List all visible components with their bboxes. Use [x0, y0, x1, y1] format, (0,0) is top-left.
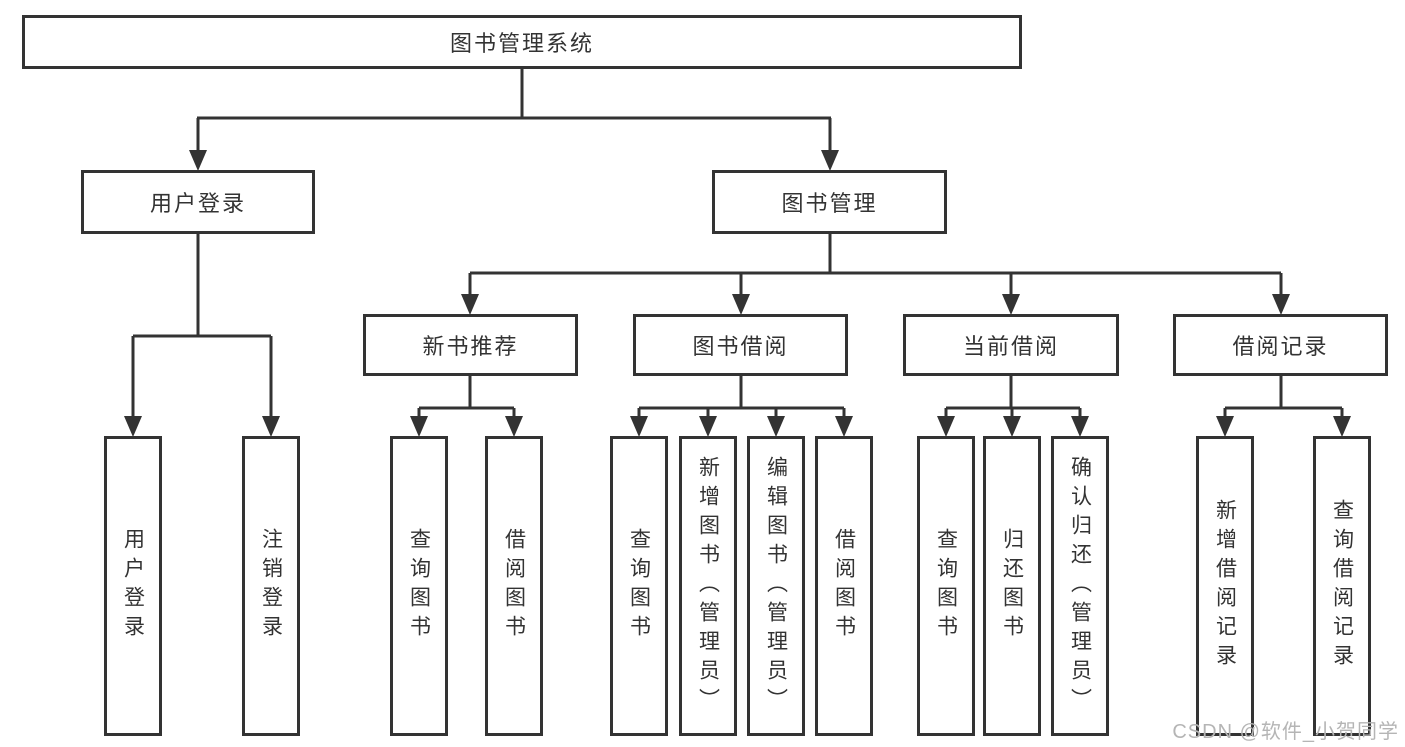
node-label: 新增借阅记录 [1213, 499, 1237, 673]
arrow-down-icon [821, 150, 839, 171]
leaf-return-book: 归还图书 [983, 436, 1041, 736]
node-label: 新增图书（管理员） [696, 455, 720, 717]
leaf-query-borrow-record: 查询借阅记录 [1313, 436, 1371, 736]
leaf-add-borrow-record: 新增借阅记录 [1196, 436, 1254, 736]
csdn-watermark: CSDN @软件_小贺同学 [1172, 721, 1399, 743]
node-label: 用户登录 [149, 191, 246, 216]
arrow-down-icon [767, 416, 785, 437]
node-label: 图书管理系统 [449, 31, 594, 56]
node-user-login: 用户登录 [81, 170, 315, 234]
leaf-query-books-borrowing: 查询图书 [610, 436, 668, 736]
leaf-borrow-books-borrowing: 借阅图书 [815, 436, 873, 736]
leaf-edit-book-admin: 编辑图书（管理员） [747, 436, 805, 736]
leaf-confirm-return-admin: 确认归还（管理员） [1051, 436, 1109, 736]
node-label: 归还图书 [1000, 528, 1024, 644]
node-label: 查询图书 [934, 528, 958, 644]
node-label: 用户登录 [121, 528, 145, 644]
node-new-book-recommend: 新书推荐 [363, 314, 578, 376]
node-label: 借阅图书 [502, 528, 526, 644]
arrow-down-icon [189, 150, 207, 171]
arrow-down-icon [262, 416, 280, 437]
arrow-down-icon [835, 416, 853, 437]
arrow-down-icon [124, 416, 142, 437]
leaf-logout: 注销登录 [242, 436, 300, 736]
node-book-borrowing: 图书借阅 [633, 314, 848, 376]
node-label: 查询借阅记录 [1330, 499, 1354, 673]
node-label: 注销登录 [259, 528, 283, 644]
arrow-down-icon [1003, 416, 1021, 437]
node-borrowing-records: 借阅记录 [1173, 314, 1388, 376]
arrowheads [124, 150, 1351, 437]
node-label: 图书管理 [781, 191, 878, 216]
leaf-borrow-books-recommend: 借阅图书 [485, 436, 543, 736]
node-current-borrowing: 当前借阅 [903, 314, 1119, 376]
arrow-down-icon [1333, 416, 1351, 437]
arrow-down-icon [1002, 294, 1020, 315]
arrow-down-icon [699, 416, 717, 437]
leaf-add-book-admin: 新增图书（管理员） [679, 436, 737, 736]
node-label: 图书借阅 [692, 334, 789, 359]
arrow-down-icon [410, 416, 428, 437]
node-label: 借阅图书 [832, 528, 856, 644]
node-library-management-system: 图书管理系统 [22, 15, 1022, 69]
connector-path [131, 68, 1344, 419]
node-label: 确认归还（管理员） [1068, 455, 1092, 717]
leaf-query-books-current: 查询图书 [917, 436, 975, 736]
node-label: 查询图书 [407, 528, 431, 644]
arrow-down-icon [505, 416, 523, 437]
arrow-down-icon [1071, 416, 1089, 437]
node-book-management: 图书管理 [712, 170, 947, 234]
node-label: 借阅记录 [1232, 334, 1329, 359]
arrow-down-icon [461, 294, 479, 315]
node-label: 查询图书 [627, 528, 651, 644]
node-label: 编辑图书（管理员） [764, 455, 788, 717]
arrow-down-icon [630, 416, 648, 437]
arrow-down-icon [937, 416, 955, 437]
node-label: 当前借阅 [962, 334, 1059, 359]
leaf-user-login: 用户登录 [104, 436, 162, 736]
arrow-down-icon [1272, 294, 1290, 315]
node-label: 新书推荐 [422, 334, 519, 359]
arrow-down-icon [1216, 416, 1234, 437]
arrow-down-icon [732, 294, 750, 315]
leaf-query-books-recommend: 查询图书 [390, 436, 448, 736]
